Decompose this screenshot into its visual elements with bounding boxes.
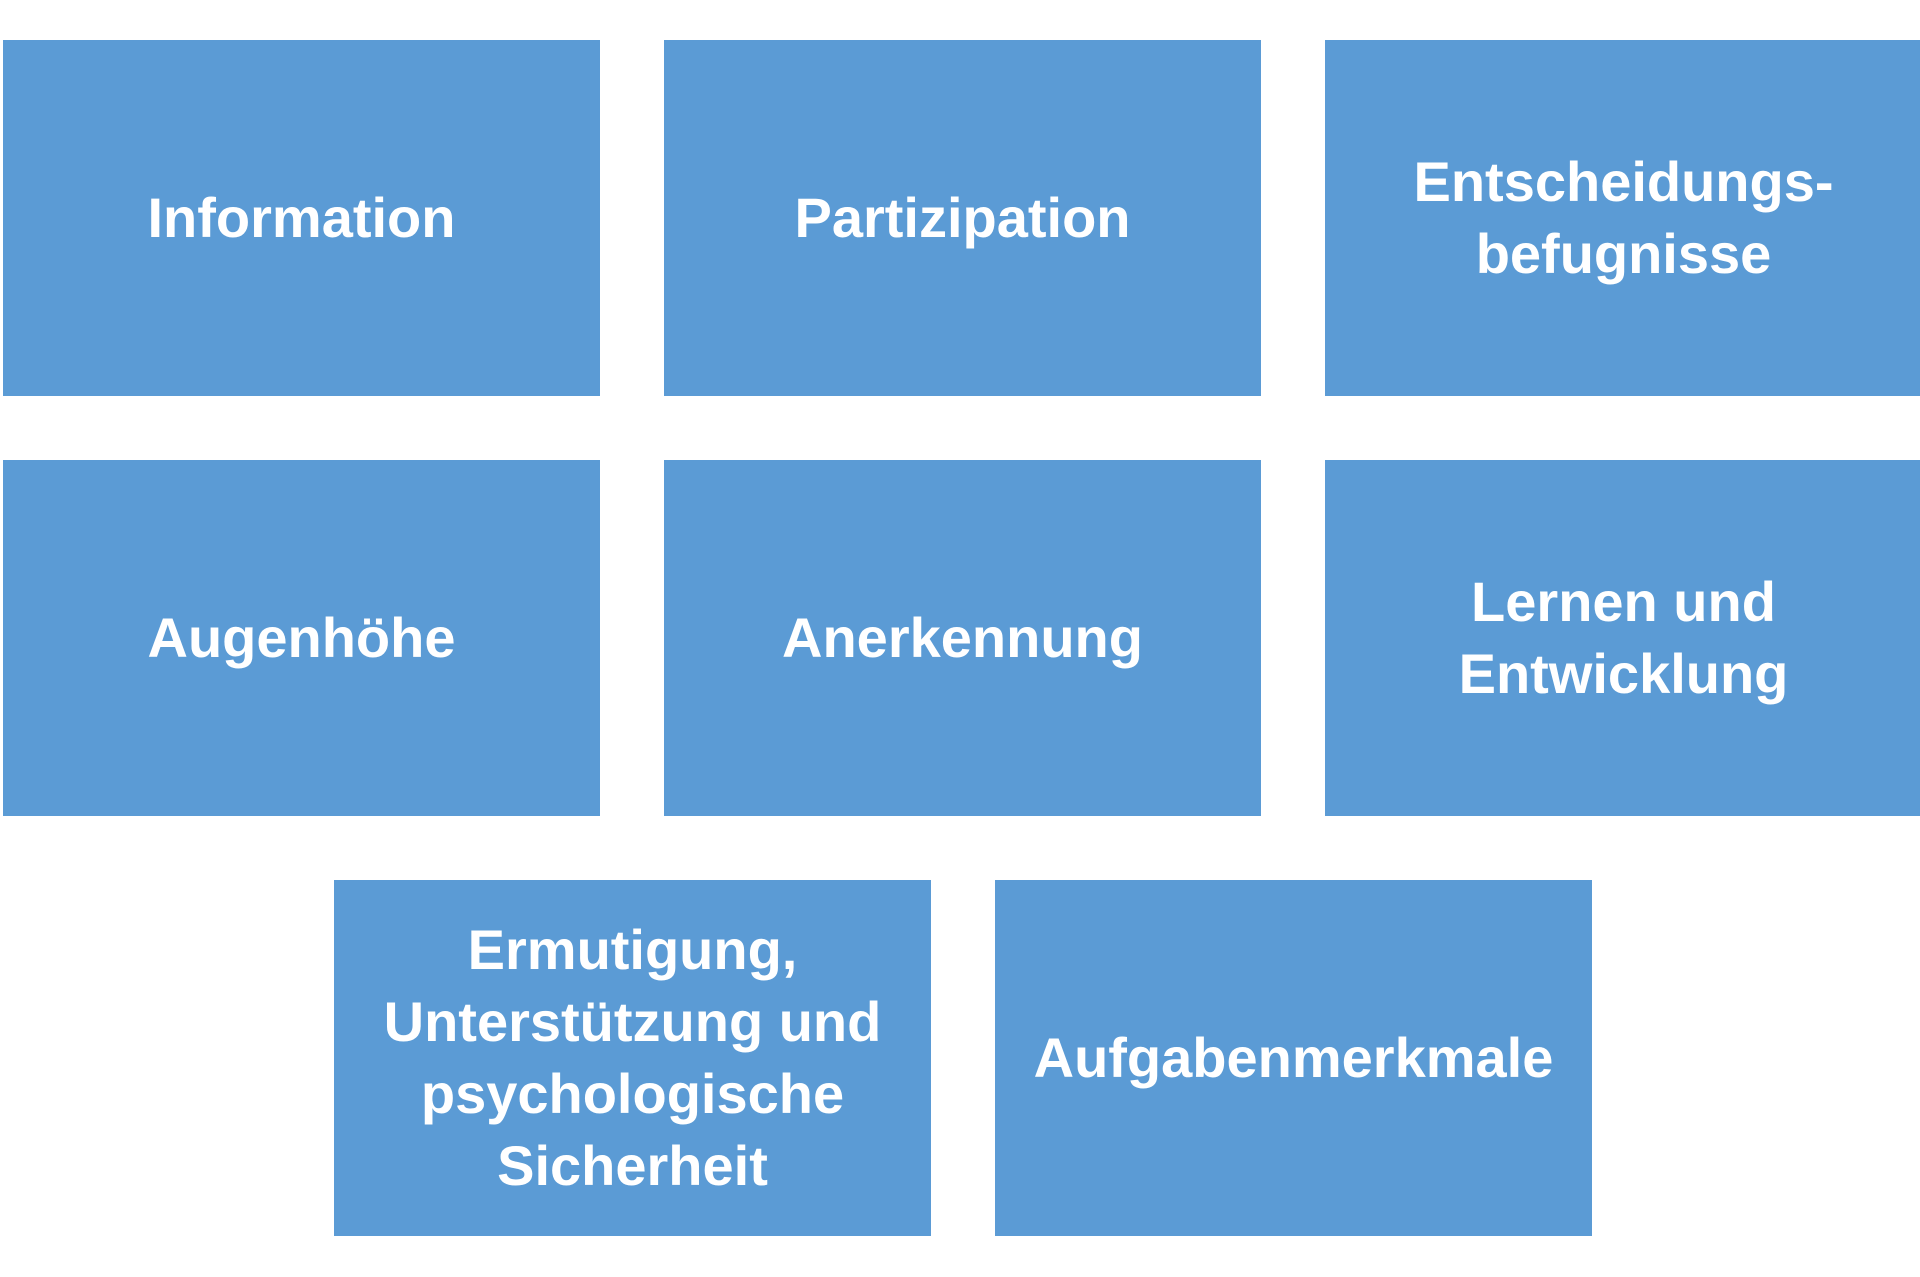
box-label: Aufgabenmerkmale <box>1033 1026 1554 1089</box>
box-lernen-und-entwicklung: Lernen und Entwicklung <box>1325 460 1920 816</box>
box-label: Partizipation <box>794 186 1131 249</box>
box-label: Entscheidungs- befugnisse <box>1413 150 1834 285</box>
box-label: Ermutigung, Unterstützung und psychologi… <box>383 918 882 1197</box>
box-label: Anerkennung <box>782 606 1143 669</box>
box-anerkennung: Anerkennung <box>664 460 1261 816</box>
box-entscheidungsbefugnisse: Entscheidungs- befugnisse <box>1325 40 1920 396</box>
box-aufgabenmerkmale: Aufgabenmerkmale <box>995 880 1592 1236</box>
box-partizipation: Partizipation <box>664 40 1261 396</box>
box-label: Lernen und Entwicklung <box>1458 570 1789 705</box>
box-information: Information <box>3 40 600 396</box>
box-augenhoehe: Augenhöhe <box>3 460 600 816</box>
box-label: Augenhöhe <box>147 606 456 669</box>
box-label: Information <box>147 186 456 249</box>
box-ermutigung: Ermutigung, Unterstützung und psychologi… <box>334 880 931 1236</box>
